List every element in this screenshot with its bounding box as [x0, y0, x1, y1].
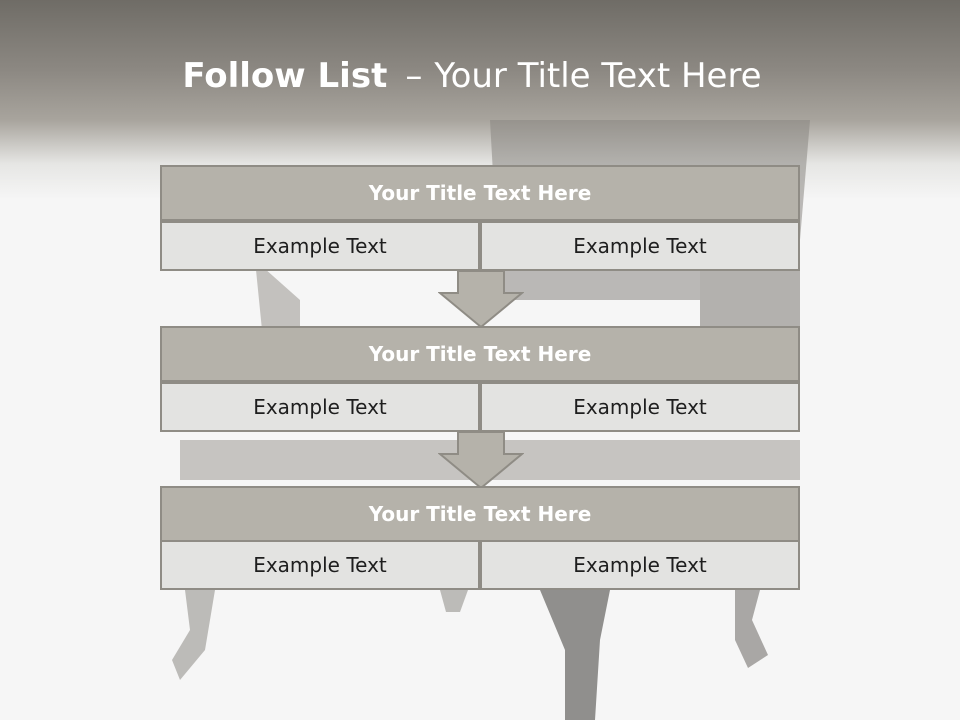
slide-title-text: Your Title Text Here — [434, 56, 762, 96]
down-arrow-icon — [438, 432, 524, 490]
down-arrow-icon — [438, 271, 524, 329]
block-2-title: Your Title Text Here — [160, 326, 800, 382]
block-1-right-cell: Example Text — [480, 221, 800, 271]
block-1-left-cell: Example Text — [160, 221, 480, 271]
block-2-left-cell: Example Text — [160, 382, 480, 432]
slide-title-bold: Follow List — [182, 56, 388, 96]
block-3-title: Your Title Text Here — [160, 486, 800, 542]
block-3-right-cell: Example Text — [480, 540, 800, 590]
block-1-title: Your Title Text Here — [160, 165, 800, 221]
slide-title-dash: – — [405, 56, 423, 96]
slide-title: Follow List–Your Title Text Here — [0, 52, 944, 100]
block-2-right-cell: Example Text — [480, 382, 800, 432]
block-3-left-cell: Example Text — [160, 540, 480, 590]
